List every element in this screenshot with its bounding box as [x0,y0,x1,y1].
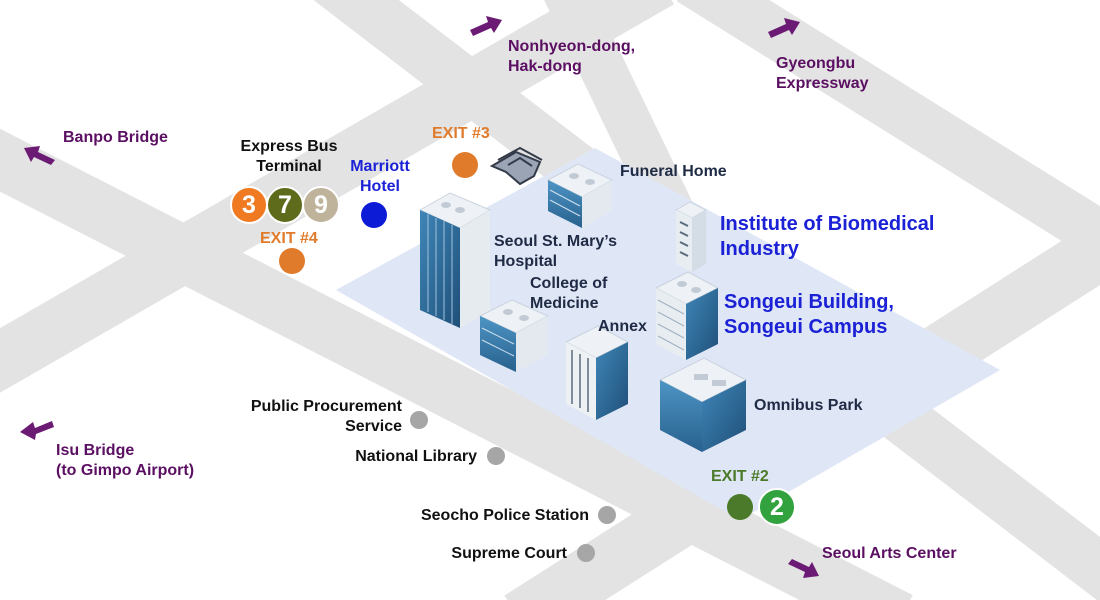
seocho-police-marker [598,506,616,524]
supreme-court-marker [577,544,595,562]
road-lower-diagonal [0,128,913,600]
exit3-label: EXIT #3 [432,125,490,142]
national-library-marker [487,447,505,465]
exit3-marker [452,152,478,178]
direction-label-gyeongbu: Gyeongbu Expressway [776,55,869,92]
arrow-icon-gyeongbu [768,18,800,38]
institute-label: Institute of Biomedical Industry [720,213,935,260]
funeral-home-building [546,163,614,228]
seocho-police-label: Seocho Police Station [420,507,589,524]
annex-label: Annex [598,318,647,335]
road-upper-right [676,0,1100,265]
buildings [418,163,748,452]
subway-line-2-badge: 2 [758,488,796,526]
road-upper-diagonal [0,0,674,393]
public-procurement-marker [410,411,428,429]
marriott-label: Marriott Hotel [350,158,410,195]
hospital-building [418,192,492,328]
direction-label-isu: Isu Bridge (to Gimpo Airport) [56,442,195,479]
songeui-label: Songeui Building, Songeui Campus [724,291,894,338]
national-library-label: National Library [355,448,477,465]
arrow-icon-nonhyeon [470,16,502,36]
walkway-bridge [489,146,543,186]
omnibus-park-label: Omnibus Park [754,397,863,414]
songeui-building [654,271,720,360]
subway-line-3-badge: 3 [230,186,268,224]
subway-line-7-badge: 7 [266,186,304,224]
direction-label-banpo: Banpo Bridge [63,129,168,146]
direction-label-arts: Seoul Arts Center [822,545,957,562]
exit2-label: EXIT #2 [711,468,769,485]
arrow-icon-banpo [24,146,55,165]
arrow-icon-isu [20,421,54,440]
hospital-label: Seoul St. Mary’s Hospital [494,233,617,270]
arrow-icon-arts [788,559,819,578]
exit4-marker [279,248,305,274]
exit4-label: EXIT #4 [260,230,318,247]
public-procurement-label: Public Procurement Service [250,398,402,435]
direction-arrows [20,16,819,578]
institute-building [674,201,708,272]
station-label-express-bus: Express Bus Terminal [240,138,338,175]
omnibus-park-building [658,357,748,452]
college-label: College of Medicine [530,275,608,312]
funeral-home-label: Funeral Home [620,163,727,180]
college-building [478,299,550,372]
annex-building [564,325,630,420]
exit2-marker [727,494,753,520]
supreme-court-label: Supreme Court [451,545,567,562]
subway-line-9-badge: 9 [302,186,340,224]
direction-label-nonhyeon: Nonhyeon-dong, Hak-dong [508,38,636,75]
marriott-marker [361,202,387,228]
